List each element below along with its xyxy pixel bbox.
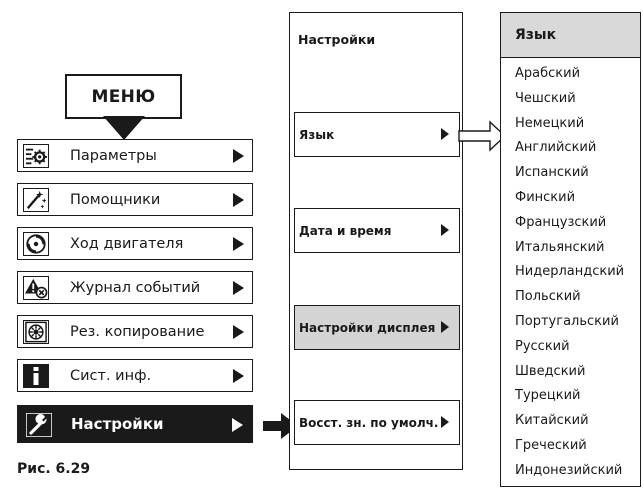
menu-item-settings[interactable]: Настройки	[17, 405, 253, 443]
language-panel-title: Язык	[501, 13, 640, 58]
settings-item-label: Настройки дисплея	[299, 320, 436, 335]
chevron-right-icon	[441, 128, 449, 140]
language-option[interactable]: Чешский	[515, 90, 576, 106]
event-log-icon	[23, 276, 49, 300]
language-option[interactable]: Китайский	[515, 413, 589, 429]
language-option[interactable]: Русский	[515, 338, 570, 354]
settings-item-display[interactable]: Настройки дисплея	[294, 305, 460, 350]
settings-item-label: Язык	[299, 127, 335, 142]
settings-item-date-time[interactable]: Дата и время	[294, 208, 460, 253]
menu-item-backup[interactable]: Рез. копирование	[17, 315, 253, 348]
language-option[interactable]: Нидерландский	[515, 264, 625, 280]
chevron-right-icon	[233, 325, 244, 339]
connector-hollow-arrow-icon	[458, 120, 506, 152]
wizard-icon	[23, 188, 49, 212]
language-option[interactable]: Португальский	[515, 313, 619, 329]
language-option[interactable]: Греческий	[515, 437, 587, 453]
menu-item-label: Параметры	[70, 147, 157, 164]
settings-item-restore-defaults[interactable]: Восст. зн. по умолч.	[294, 400, 460, 445]
menu-pointer-icon	[103, 116, 145, 140]
language-option[interactable]: Польский	[515, 289, 581, 305]
settings-item-language[interactable]: Язык	[294, 112, 460, 157]
language-option[interactable]: Индонезийский	[515, 462, 623, 478]
chevron-right-icon	[233, 149, 244, 163]
menu-item-label: Ход двигателя	[70, 235, 184, 252]
settings-wrench-icon	[26, 413, 52, 437]
language-option[interactable]: Шведский	[515, 363, 586, 379]
chevron-right-icon	[233, 193, 244, 207]
menu-item-event-log[interactable]: Журнал событий	[17, 271, 253, 304]
language-option[interactable]: Финский	[515, 189, 576, 205]
menu-item-assistants[interactable]: Помощники	[17, 183, 253, 216]
chevron-right-icon	[441, 321, 449, 333]
language-option[interactable]: Немецкий	[515, 115, 585, 131]
language-option[interactable]: Французский	[515, 214, 607, 230]
chevron-right-icon	[232, 418, 243, 432]
chevron-right-icon	[233, 369, 244, 383]
settings-item-label: Восст. зн. по умолч.	[299, 415, 439, 430]
language-option[interactable]: Итальянский	[515, 239, 605, 255]
language-option[interactable]: Английский	[515, 140, 597, 156]
motor-run-icon	[23, 232, 49, 256]
menu-item-motor-run[interactable]: Ход двигателя	[17, 227, 253, 260]
chevron-right-icon	[441, 416, 449, 428]
language-option[interactable]: Арабский	[515, 66, 581, 81]
parameters-icon	[23, 144, 49, 168]
settings-item-label: Дата и время	[299, 223, 392, 238]
figure-caption: Рис. 6.29	[17, 461, 91, 477]
backup-icon	[23, 320, 49, 344]
chevron-right-icon	[441, 224, 449, 236]
menu-item-parameters[interactable]: Параметры	[17, 139, 253, 172]
chevron-right-icon	[233, 237, 244, 251]
menu-item-system-info[interactable]: Сист. инф.	[17, 359, 253, 392]
chevron-right-icon	[233, 281, 244, 295]
menu-item-label: Помощники	[70, 191, 161, 208]
language-option[interactable]: Испанский	[515, 165, 589, 181]
settings-panel-title: Настройки	[298, 32, 376, 47]
menu-header: МЕНЮ	[65, 74, 182, 119]
info-icon	[23, 364, 49, 388]
menu-item-label: Журнал событий	[70, 279, 201, 296]
language-option[interactable]: Турецкий	[515, 388, 581, 404]
menu-item-label: Рез. копирование	[70, 323, 205, 340]
menu-item-label: Настройки	[71, 415, 164, 433]
menu-item-label: Сист. инф.	[70, 367, 152, 384]
